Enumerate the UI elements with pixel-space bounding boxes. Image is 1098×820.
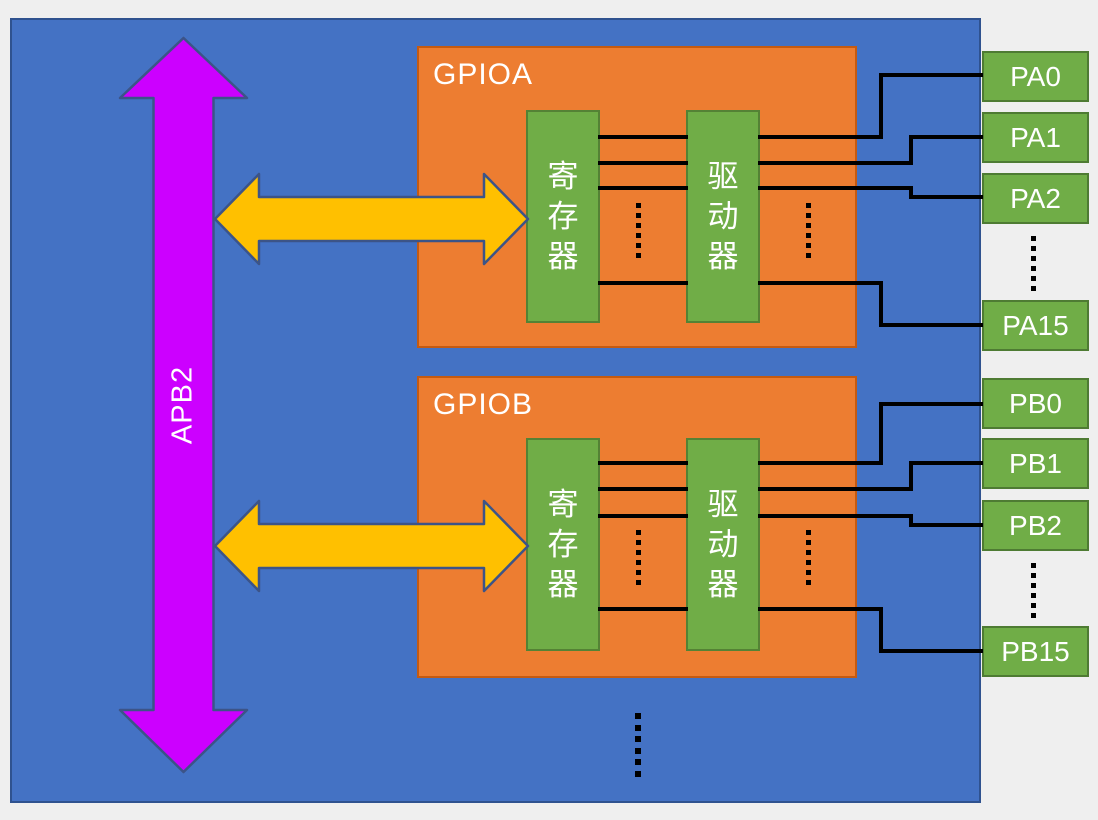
gpiob-driver-box: 驱动器 — [686, 438, 760, 651]
apb2-bus-label: APB2 — [166, 365, 199, 445]
gpioa-block: GPIOA — [417, 46, 857, 348]
gpioa-register-label: 寄存器 — [547, 158, 579, 274]
gpioa-title: GPIOA — [433, 58, 534, 91]
pin-pb15: PB15 — [982, 626, 1089, 677]
gpiob-driver-label: 驱动器 — [707, 486, 739, 602]
pin-pb2: PB2 — [982, 500, 1089, 551]
gpioa-driver-box: 驱动器 — [686, 110, 760, 323]
gpioa-driver-label: 驱动器 — [707, 158, 739, 274]
pin-pa15: PA15 — [982, 300, 1089, 351]
gpiob-block: GPIOB — [417, 376, 857, 678]
gpiob-register-label: 寄存器 — [547, 486, 579, 602]
ellipsis-pb-pins — [1031, 563, 1036, 618]
pin-pb1: PB1 — [982, 438, 1089, 489]
gpioa-register-box: 寄存器 — [526, 110, 600, 323]
pin-pa1: PA1 — [982, 112, 1089, 163]
pin-pb0: PB0 — [982, 378, 1089, 429]
ellipsis-pa-pins — [1031, 236, 1036, 291]
gpiob-register-box: 寄存器 — [526, 438, 600, 651]
gpiob-title: GPIOB — [433, 388, 534, 421]
pin-pa0: PA0 — [982, 51, 1089, 102]
pin-pa2: PA2 — [982, 173, 1089, 224]
